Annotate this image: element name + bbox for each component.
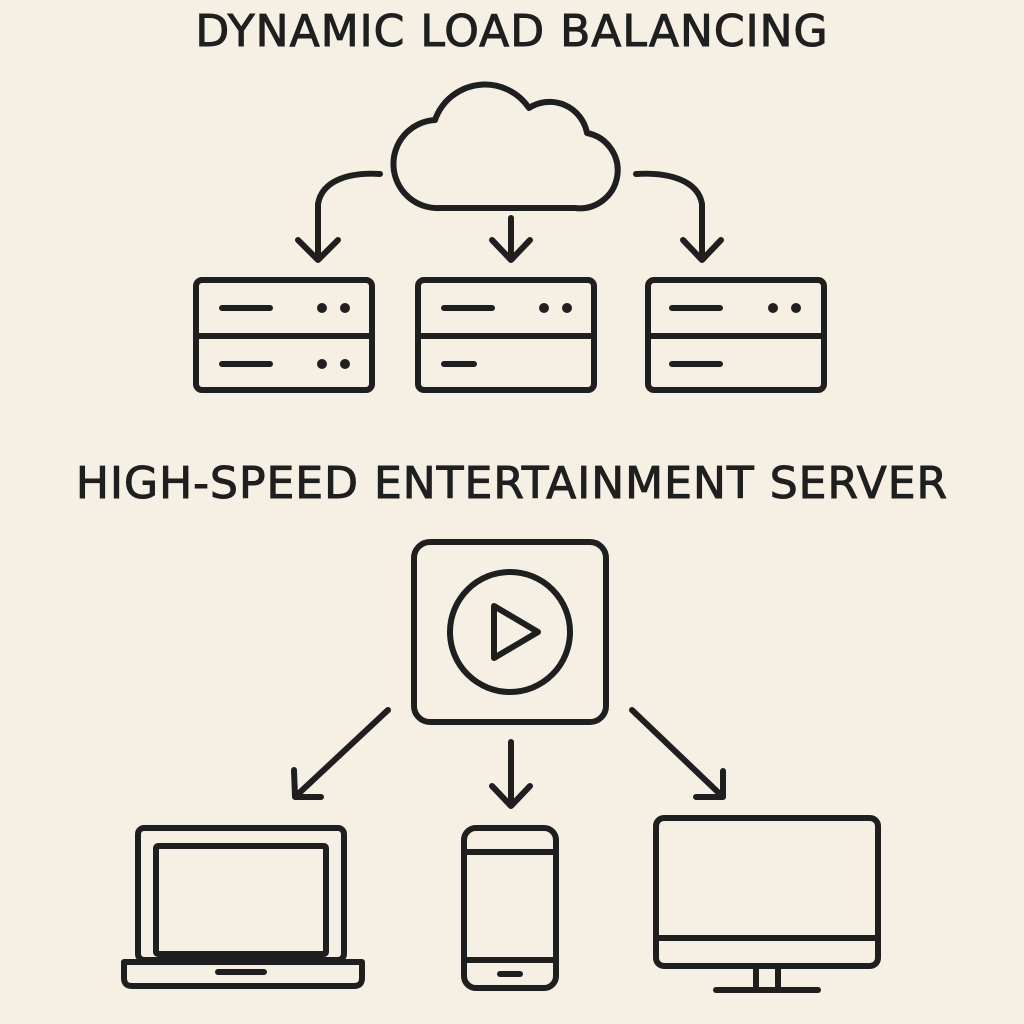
cloud-icon bbox=[390, 81, 621, 212]
server-rack-icon-2 bbox=[415, 277, 597, 393]
server-rack-icon-1 bbox=[193, 277, 375, 393]
server-rack-icon-3 bbox=[645, 277, 827, 393]
smartphone-icon bbox=[461, 825, 559, 991]
arrow-right-curved bbox=[633, 170, 724, 263]
arrow-to-laptop bbox=[291, 707, 391, 800]
arrow-left-curved bbox=[295, 170, 383, 263]
arrow-to-smartphone bbox=[489, 739, 533, 809]
arrow-to-monitor bbox=[629, 707, 726, 800]
arrow-center-down bbox=[489, 215, 533, 263]
play-button-icon bbox=[411, 539, 609, 725]
laptop-icon bbox=[121, 825, 365, 989]
load-balancing-title: DYNAMIC LOAD BALANCING bbox=[195, 6, 829, 58]
entertainment-server-title: HIGH-SPEED ENTERTAINMENT SERVER bbox=[75, 458, 949, 510]
monitor-icon bbox=[653, 815, 881, 993]
